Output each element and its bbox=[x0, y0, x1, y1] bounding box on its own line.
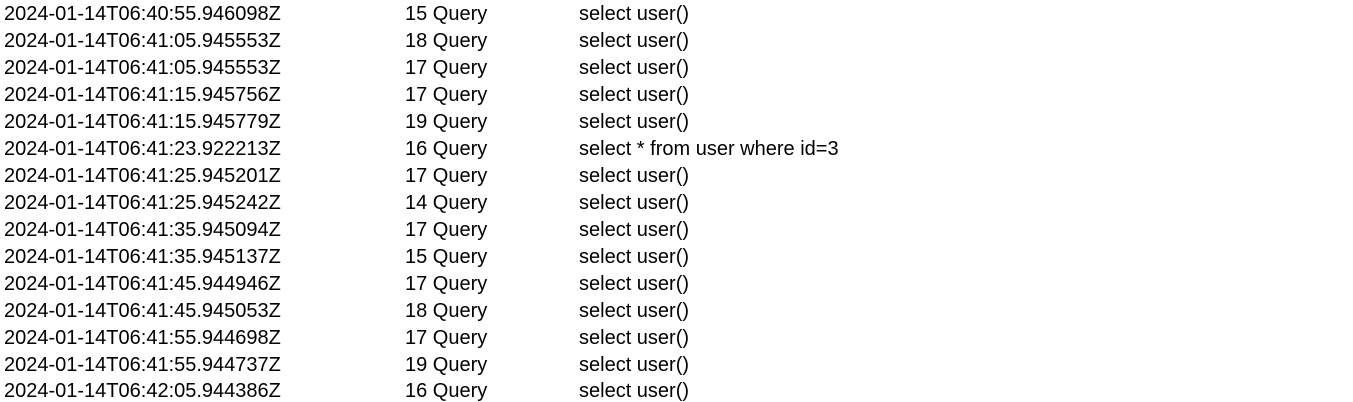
log-line: 2024-01-14T06:41:25.945201Z 17 Query sel… bbox=[0, 163, 1353, 190]
log-line: 2024-01-14T06:42:05.944386Z 16 Query sel… bbox=[0, 378, 1353, 402]
log-timestamp: 2024-01-14T06:41:05.945553Z bbox=[4, 30, 281, 52]
log-line: 2024-01-14T06:41:05.945553Z 17 Query sel… bbox=[0, 55, 1353, 82]
log-argument: select user() bbox=[579, 354, 690, 376]
log-timestamp: 2024-01-14T06:41:55.944737Z bbox=[4, 354, 281, 376]
log-thread-command: 17 Query bbox=[405, 219, 488, 241]
log-thread-command: 17 Query bbox=[405, 273, 488, 295]
log-thread-command: 19 Query bbox=[405, 354, 488, 376]
log-argument: select user() bbox=[579, 57, 690, 79]
log-line: 2024-01-14T06:41:35.945094Z 17 Query sel… bbox=[0, 217, 1353, 244]
log-line: 2024-01-14T06:41:55.944737Z 19 Query sel… bbox=[0, 352, 1353, 379]
log-line: 2024-01-14T06:41:45.945053Z 18 Query sel… bbox=[0, 298, 1353, 325]
log-timestamp: 2024-01-14T06:41:15.945756Z bbox=[4, 84, 281, 106]
log-thread-command: 17 Query bbox=[405, 57, 488, 79]
log-argument: select user() bbox=[579, 300, 690, 322]
log-thread-command: 16 Query bbox=[405, 138, 488, 160]
log-thread-command: 18 Query bbox=[405, 30, 488, 52]
log-thread-command: 19 Query bbox=[405, 111, 488, 133]
log-argument: select user() bbox=[579, 273, 690, 295]
log-line: 2024-01-14T06:40:55.946098Z 15 Query sel… bbox=[0, 1, 1353, 28]
log-timestamp: 2024-01-14T06:41:45.945053Z bbox=[4, 300, 281, 322]
log-argument: select user() bbox=[579, 111, 690, 133]
log-timestamp: 2024-01-14T06:41:25.945201Z bbox=[4, 165, 281, 187]
log-line: 2024-01-14T06:41:15.945779Z 19 Query sel… bbox=[0, 109, 1353, 136]
log-argument: select user() bbox=[579, 165, 690, 187]
log-thread-command: 18 Query bbox=[405, 300, 488, 322]
log-line: 2024-01-14T06:41:35.945137Z 15 Query sel… bbox=[0, 244, 1353, 271]
log-line: 2024-01-14T06:41:23.922213Z 16 Query sel… bbox=[0, 136, 1353, 163]
log-thread-command: 16 Query bbox=[405, 380, 488, 402]
log-timestamp: 2024-01-14T06:41:05.945553Z bbox=[4, 57, 281, 79]
log-timestamp: 2024-01-14T06:41:25.945242Z bbox=[4, 192, 281, 214]
log-line: 2024-01-14T06:41:55.944698Z 17 Query sel… bbox=[0, 325, 1353, 352]
log-timestamp: 2024-01-14T06:41:15.945779Z bbox=[4, 111, 281, 133]
log-timestamp: 2024-01-14T06:41:23.922213Z bbox=[4, 138, 281, 160]
log-argument: select user() bbox=[579, 84, 690, 106]
log-argument: select user() bbox=[579, 192, 690, 214]
log-timestamp: 2024-01-14T06:41:35.945137Z bbox=[4, 246, 281, 268]
log-timestamp: 2024-01-14T06:41:45.944946Z bbox=[4, 273, 281, 295]
log-timestamp: 2024-01-14T06:41:55.944698Z bbox=[4, 327, 281, 349]
log-line: 2024-01-14T06:41:05.945553Z 18 Query sel… bbox=[0, 28, 1353, 55]
log-timestamp: 2024-01-14T06:42:05.944386Z bbox=[4, 380, 281, 402]
log-line: 2024-01-14T06:41:45.944946Z 17 Query sel… bbox=[0, 271, 1353, 298]
log-timestamp: 2024-01-14T06:40:55.946098Z bbox=[4, 3, 281, 25]
log-line: 2024-01-14T06:41:15.945756Z 17 Query sel… bbox=[0, 82, 1353, 109]
log-argument: select user() bbox=[579, 3, 690, 25]
log-argument: select user() bbox=[579, 246, 690, 268]
log-thread-command: 15 Query bbox=[405, 246, 488, 268]
log-argument: select user() bbox=[579, 380, 690, 402]
log-line: 2024-01-14T06:41:25.945242Z 14 Query sel… bbox=[0, 190, 1353, 217]
log-thread-command: 15 Query bbox=[405, 3, 488, 25]
log-argument: select user() bbox=[579, 219, 690, 241]
log-timestamp: 2024-01-14T06:41:35.945094Z bbox=[4, 219, 281, 241]
log-argument: select * from user where id=3 bbox=[579, 138, 839, 160]
log-thread-command: 14 Query bbox=[405, 192, 488, 214]
log-thread-command: 17 Query bbox=[405, 327, 488, 349]
log-argument: select user() bbox=[579, 327, 690, 349]
log-argument: select user() bbox=[579, 30, 690, 52]
log-thread-command: 17 Query bbox=[405, 165, 488, 187]
log-thread-command: 17 Query bbox=[405, 84, 488, 106]
